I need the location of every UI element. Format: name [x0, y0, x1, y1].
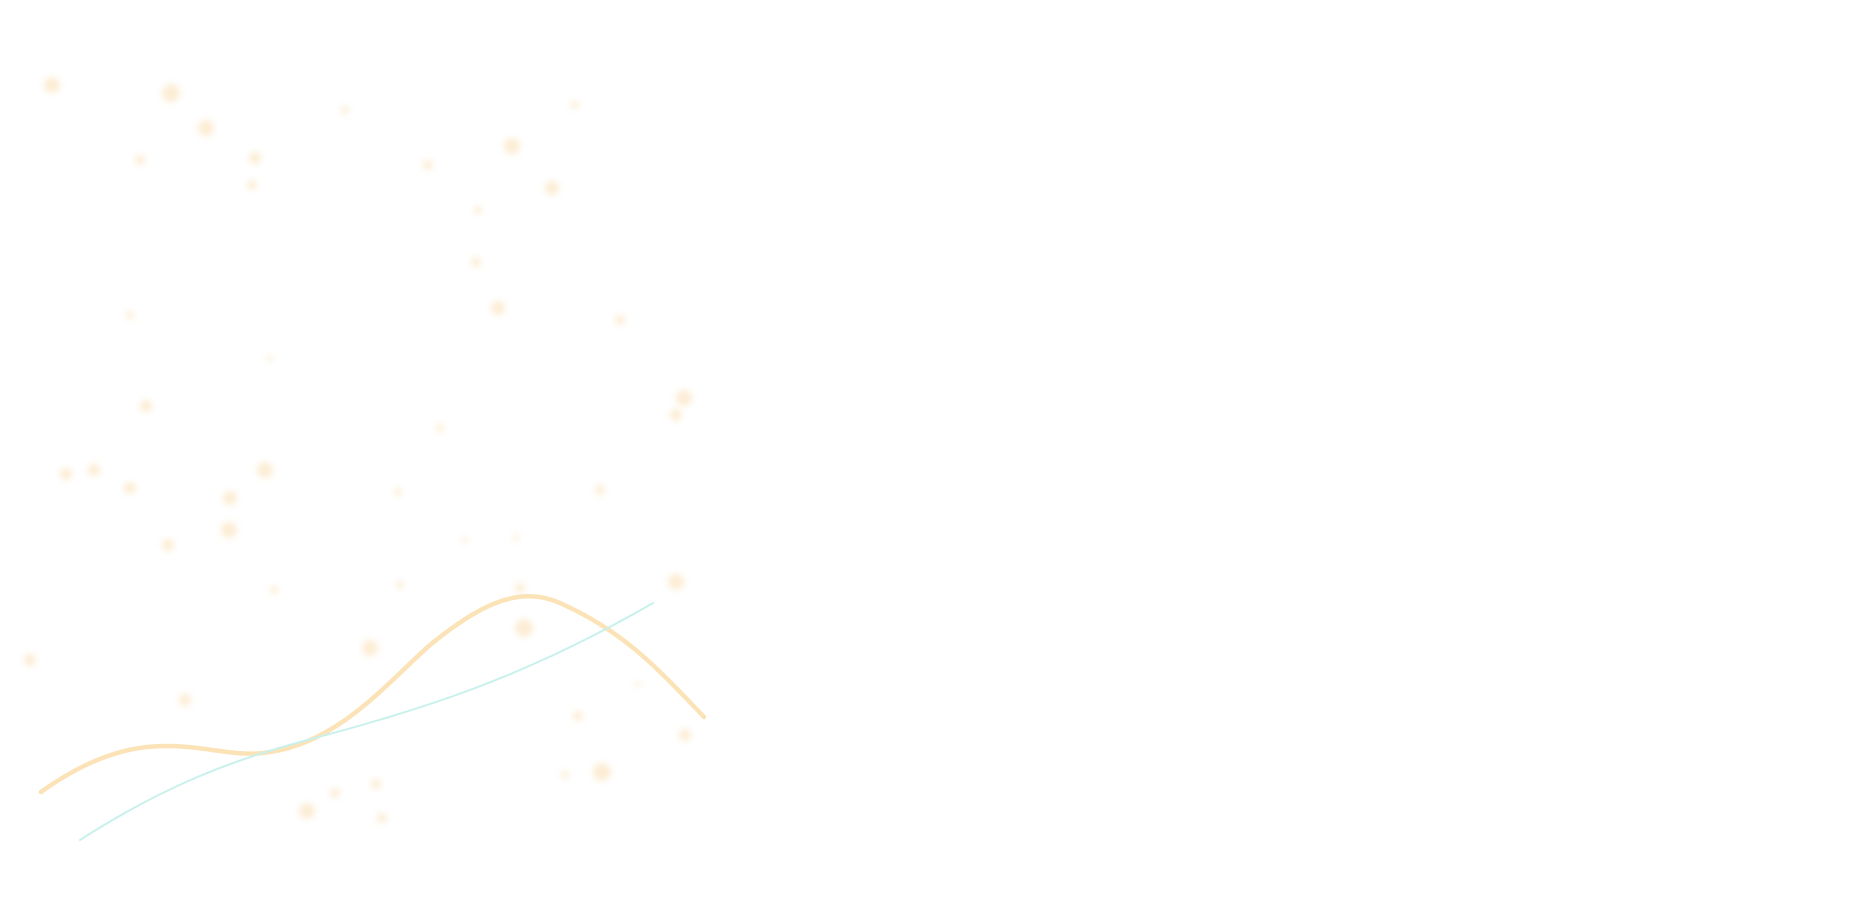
bokeh-dot [140, 400, 152, 412]
bokeh-dot [126, 311, 134, 319]
bokeh-dot [249, 152, 261, 164]
bokeh-dot [162, 84, 180, 102]
bokeh-dot [124, 482, 136, 494]
bokeh-dot [436, 424, 444, 432]
bokeh-dot [515, 583, 525, 593]
bokeh-dot [247, 180, 257, 190]
bokeh-dot [396, 581, 404, 589]
bokeh-dot [371, 779, 381, 789]
bokeh-dot [24, 654, 36, 666]
bokeh-dot [198, 120, 214, 136]
bokeh-dot [257, 462, 273, 478]
bokeh-dot [561, 771, 569, 779]
bokeh-dot [44, 77, 60, 93]
bokeh-dot [679, 729, 691, 741]
bokeh-dot [223, 491, 237, 505]
bokeh-dot [341, 106, 349, 114]
bokeh-dot [474, 206, 482, 214]
bokeh-dot [299, 803, 315, 819]
bokeh-dot [571, 101, 579, 109]
bokeh-dot [179, 694, 191, 706]
bokeh-dot [423, 160, 433, 170]
cool-wave-line [79, 602, 654, 841]
bokeh-dot [330, 788, 340, 798]
bokeh-dot [635, 681, 641, 687]
bokeh-dot [267, 355, 273, 361]
bokeh-dot [135, 155, 145, 165]
background-decoration [24, 77, 707, 841]
bokeh-dot [515, 619, 533, 637]
bokeh-dot [676, 390, 692, 406]
bokeh-dot [595, 485, 605, 495]
bokeh-dot [513, 535, 519, 541]
bokeh-dot [491, 301, 505, 315]
bokeh-dot [593, 763, 611, 781]
bokeh-dot [615, 315, 625, 325]
bokeh-dot [573, 711, 583, 721]
bokeh-dot [670, 409, 682, 421]
bokeh-dot [162, 539, 174, 551]
bokeh-dot [668, 574, 684, 590]
warm-wave-line [38, 594, 707, 795]
bokeh-dot [362, 640, 378, 656]
bokeh-dot [377, 813, 387, 823]
bokeh-dot [60, 468, 72, 480]
bokeh-dot [462, 537, 468, 543]
bokeh-dot [471, 257, 481, 267]
bokeh-dot [221, 522, 237, 538]
bokeh-dot [504, 138, 520, 154]
bokeh-dot [545, 181, 559, 195]
bokeh-dot [394, 488, 402, 496]
bokeh-dot [88, 464, 100, 476]
bokeh-dots [24, 77, 692, 823]
bokeh-dot [270, 586, 278, 594]
